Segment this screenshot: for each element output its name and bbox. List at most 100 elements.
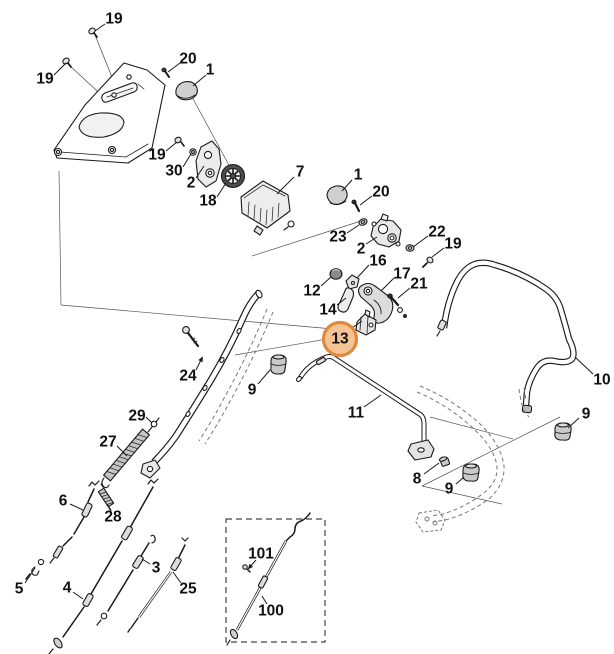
- leader-line: [257, 369, 271, 385]
- part-detail-box: [225, 518, 326, 643]
- part-cable-25: [127, 537, 189, 633]
- part-number-label: 13: [331, 331, 349, 348]
- callout-1-9[interactable]: 1: [341, 167, 363, 192]
- callout-8-34[interactable]: 8: [413, 462, 440, 488]
- callout-101-36[interactable]: 101: [247, 546, 275, 570]
- callout-9-25[interactable]: 9: [567, 406, 591, 429]
- callout-17-16[interactable]: 17: [380, 266, 411, 292]
- callout-27-27[interactable]: 27: [99, 434, 128, 457]
- leader-line: [320, 276, 332, 287]
- callout-6-28[interactable]: 6: [59, 493, 84, 511]
- callout-9-22[interactable]: 9: [248, 369, 271, 399]
- leader-line: [195, 165, 205, 179]
- callout-28-29[interactable]: 28: [104, 503, 122, 526]
- part-number-label: 9: [582, 406, 591, 423]
- part-number-label: 5: [15, 581, 24, 598]
- callout-1-3[interactable]: 1: [192, 62, 215, 87]
- callout-12-18[interactable]: 12: [303, 276, 332, 300]
- part-bushing-8: [438, 456, 451, 467]
- part-number-label: 20: [179, 51, 196, 68]
- leader-line: [167, 62, 181, 73]
- callout-2-12[interactable]: 2: [357, 236, 378, 258]
- part-handle-phantom-right: [415, 385, 530, 533]
- callout-3-32[interactable]: 3: [141, 558, 161, 577]
- part-nut-22: [405, 244, 415, 252]
- callout-19-1[interactable]: 19: [36, 62, 67, 88]
- callout-7-8[interactable]: 7: [276, 164, 305, 195]
- callout-2-6[interactable]: 2: [187, 165, 205, 192]
- part-number-label: 1: [206, 62, 215, 79]
- callout-20-10[interactable]: 20: [359, 184, 390, 206]
- part-number-label: 19: [36, 71, 54, 88]
- callout-10-24[interactable]: 10: [574, 356, 611, 389]
- part-number-label: 4: [63, 580, 72, 597]
- leader-line: [182, 153, 192, 168]
- part-screw-19-top: [88, 27, 98, 38]
- part-cable-4: [48, 478, 159, 654]
- part-number-label: 6: [59, 493, 68, 510]
- part-number-label: 101: [248, 546, 274, 563]
- part-number-label: 9: [248, 382, 257, 399]
- part-cap-12: [329, 268, 343, 280]
- callout-14-19[interactable]: 14: [319, 297, 347, 319]
- leader-arrowhead: [247, 563, 254, 570]
- leader-line: [106, 503, 112, 511]
- callout-5-30[interactable]: 5: [15, 567, 36, 598]
- part-cable-3: [96, 534, 156, 626]
- callout-100-37[interactable]: 100: [258, 595, 284, 620]
- part-number-label: 100: [258, 603, 284, 620]
- part-number-label: 30: [165, 163, 182, 180]
- callout-19-14[interactable]: 19: [431, 236, 462, 258]
- callout-24-21[interactable]: 24: [179, 356, 203, 385]
- callout-19-0[interactable]: 19: [94, 11, 123, 32]
- leader-line: [145, 416, 153, 424]
- callout-13-20[interactable]: 13: [321, 320, 363, 358]
- part-screw-101: [242, 564, 251, 573]
- part-grommet-9c: [554, 422, 572, 441]
- callout-4-31[interactable]: 4: [63, 580, 84, 600]
- leader-line: [574, 356, 594, 375]
- leader-line: [351, 320, 363, 329]
- leader-line: [192, 74, 207, 87]
- part-number-label: 18: [199, 193, 217, 210]
- leader-line: [356, 264, 370, 279]
- leader-line: [53, 62, 67, 76]
- callout-19-4[interactable]: 19: [148, 141, 178, 164]
- part-wheel-18: [220, 163, 246, 189]
- callout-20-2[interactable]: 20: [167, 51, 197, 73]
- callout-25-33[interactable]: 25: [172, 571, 197, 598]
- part-number-label: 27: [99, 434, 116, 451]
- part-number-label: 3: [152, 560, 161, 577]
- leader-line: [216, 182, 227, 198]
- part-number-label: 2: [187, 175, 196, 192]
- part-number-label: 10: [593, 372, 610, 389]
- callout-23-11[interactable]: 23: [329, 224, 360, 246]
- part-number-label: 19: [444, 236, 462, 253]
- leader-line: [276, 176, 295, 195]
- leader-line: [261, 595, 268, 605]
- part-number-label: 7: [296, 164, 305, 181]
- leader-line: [380, 277, 395, 292]
- part-bolt-24: [182, 326, 200, 348]
- part-clip-15: [283, 220, 295, 231]
- part-cover-panel: [53, 62, 166, 164]
- part-screw-20b: [351, 199, 361, 213]
- callout-11-23[interactable]: 11: [348, 394, 382, 422]
- callout-16-15[interactable]: 16: [356, 253, 387, 279]
- callout-29-26[interactable]: 29: [128, 408, 153, 425]
- callout-30-5[interactable]: 30: [165, 153, 192, 180]
- part-number-label: 28: [104, 509, 122, 526]
- callout-9-35[interactable]: 9: [445, 476, 465, 498]
- callout-18-7[interactable]: 18: [199, 182, 227, 210]
- callout-22-13[interactable]: 22: [412, 224, 446, 248]
- callout-21-17[interactable]: 21: [397, 276, 428, 299]
- leader-line: [336, 297, 347, 306]
- part-number-label: 19: [105, 11, 123, 28]
- part-number-label: 20: [372, 184, 389, 201]
- leader-line: [363, 394, 382, 408]
- part-spring-28: [97, 483, 115, 512]
- part-screw-19-mid: [174, 136, 185, 147]
- leader-line: [116, 445, 128, 457]
- part-number-label: 2: [357, 241, 366, 258]
